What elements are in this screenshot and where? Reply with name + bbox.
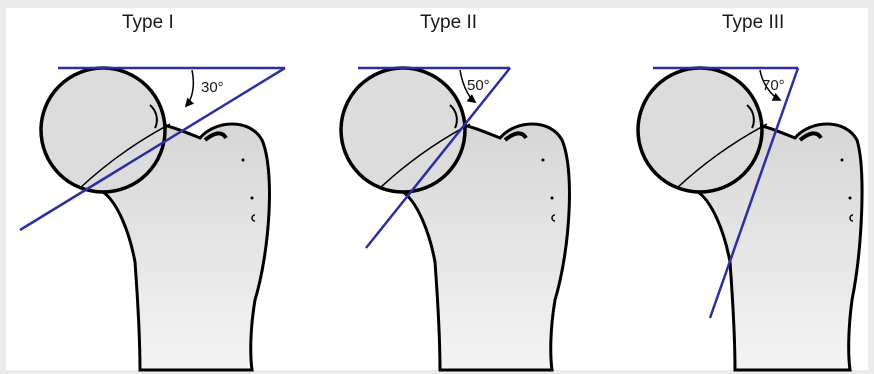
angle-arrow — [186, 70, 193, 106]
femur-panel-type-2: 50° — [341, 68, 569, 370]
angle-label-type-2: 50° — [467, 77, 490, 94]
femur-panel-type-3: 70° — [638, 68, 862, 370]
femur-panel-type-1: 30° — [20, 68, 285, 370]
angle-label-type-1: 30° — [201, 79, 224, 96]
angle-label-type-3: 70° — [762, 77, 785, 94]
femoral-head — [41, 68, 165, 192]
femoral-head — [341, 68, 465, 192]
femoral-head — [638, 68, 762, 192]
